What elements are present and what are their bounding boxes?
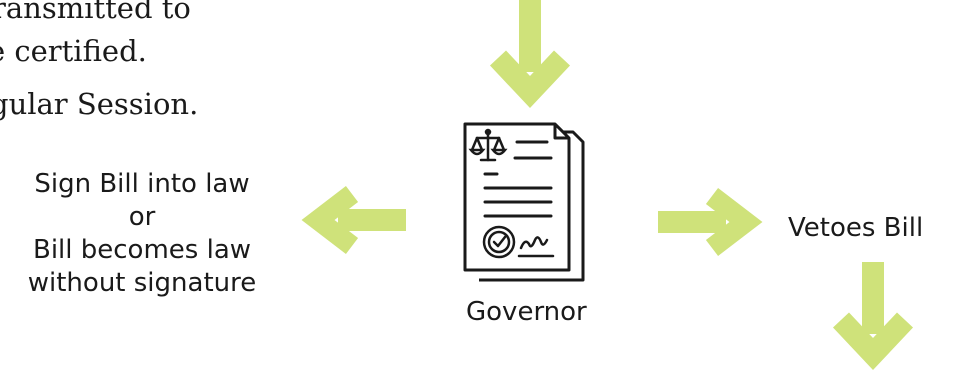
left-outcome-line-3: Bill becomes law xyxy=(32,235,252,266)
top-text-line-1: ransmitted to xyxy=(0,0,191,25)
left-outcome-line-4: without signature xyxy=(27,268,257,299)
arrow-left-icon xyxy=(301,186,406,254)
document-icon xyxy=(463,122,585,282)
left-outcome-line-2: or xyxy=(128,202,156,233)
left-outcome: Sign Bill into law or Bill becomes law w… xyxy=(3,168,281,300)
top-text-line-2: e certified. xyxy=(0,34,147,68)
arrow-right-icon xyxy=(658,188,763,256)
right-outcome: Vetoes Bill xyxy=(788,213,924,243)
signature-icon xyxy=(517,236,555,258)
scales-icon xyxy=(468,128,508,162)
governor-label: Governor xyxy=(466,297,587,327)
arrow-down-icon xyxy=(832,262,914,371)
left-outcome-line-1: Sign Bill into law xyxy=(34,169,250,199)
seal-icon xyxy=(482,225,516,259)
arrow-down-icon xyxy=(489,0,571,109)
top-text-line-3: gular Session. xyxy=(0,87,199,121)
